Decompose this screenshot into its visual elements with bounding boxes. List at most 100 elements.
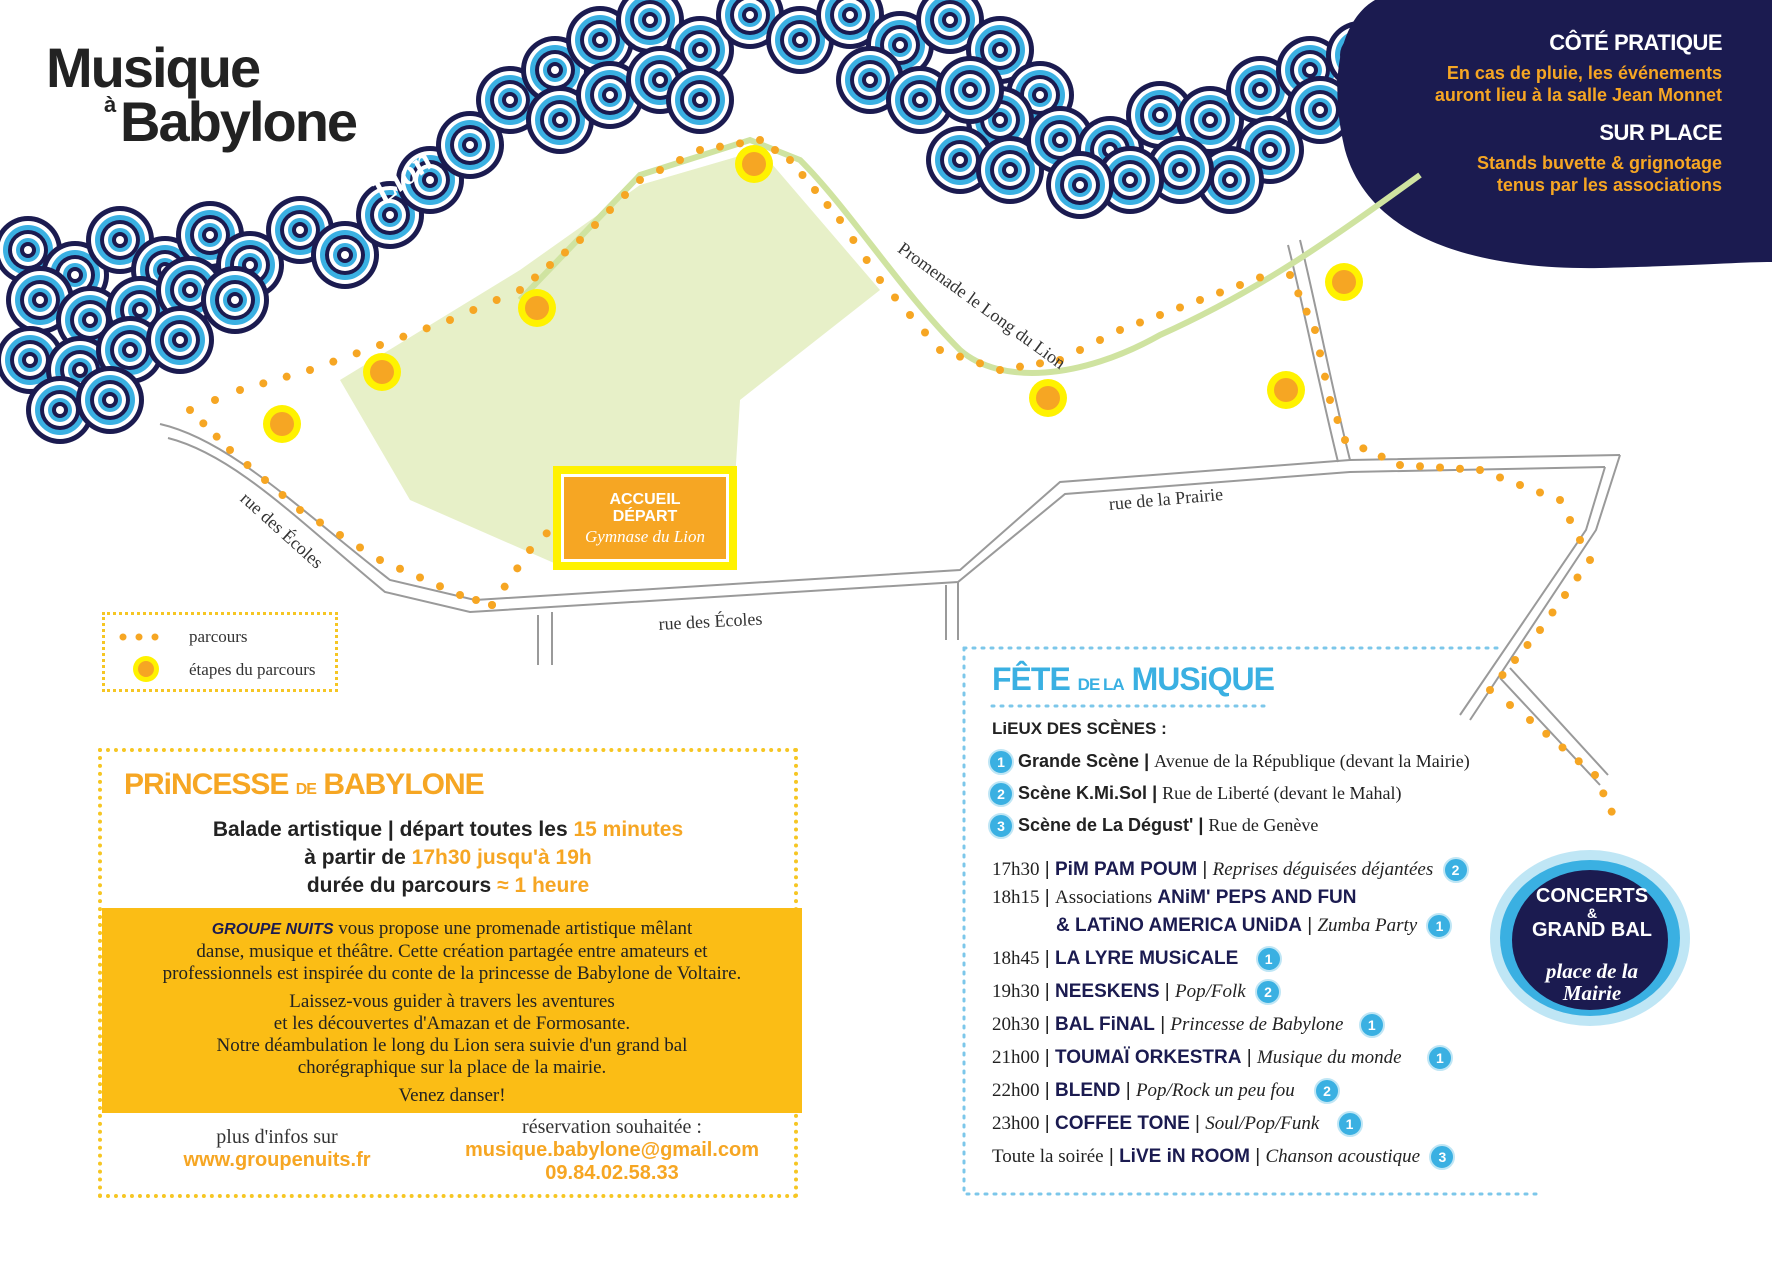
program-row: 23h00 | COFFEE TONE | Soul/Pop/Funk 1 [992, 1111, 1367, 1137]
concerts-line4: place de la [1545, 959, 1639, 983]
sur-place-text-b: tenus par les associations [1496, 175, 1722, 195]
reservation-email-link[interactable]: musique.babylone@gmail.com [464, 1139, 759, 1161]
website-link[interactable]: www.groupenuits.fr [183, 1149, 371, 1171]
program-time: 23h00 [992, 1113, 1040, 1135]
desc-p2d: chorégraphique sur la place de la mairie… [297, 1057, 607, 1078]
scene-number-badge: 2 [1314, 1078, 1341, 1104]
princesse-title-b: DE [295, 781, 317, 798]
princesse-panel: PRiNCESSE DE BABYLONE Balade artistique … [98, 748, 802, 1198]
concerts-title: CONCERTS&GRAND BAL [1496, 886, 1688, 940]
program-row: & LATiNO AMERICA UNiDA | Zumba Party 1 [1056, 913, 1456, 939]
route-dots [186, 136, 1616, 816]
princesse-desc-p2: Laissez-vous guider à travers les aventu… [102, 991, 802, 1079]
park-area [340, 150, 880, 570]
princesse-description: GROUPE NUITS vous propose une promenade … [102, 908, 802, 1113]
accueil-depart: ACCUEIL DÉPART Gymnase du Lion [553, 466, 737, 570]
accueil-box: ACCUEIL DÉPART Gymnase du Lion [561, 474, 729, 562]
princesse-line1: Balade artistique | départ toutes les 15… [102, 818, 794, 842]
reservation-block: réservation souhaitée : musique.babylone… [442, 1116, 782, 1185]
logo: Musique à Babylone [46, 40, 358, 153]
program-row: 19h30 | NEESKENS | Pop/Folk 2 [992, 979, 1285, 1005]
fete-title-c: MUSiQUE [1131, 661, 1275, 697]
program-artist: NEESKENS [1055, 981, 1160, 1003]
cote-pratique-title: CÔTÉ PRATIQUE [1549, 30, 1722, 55]
program-desc: Musique du monde [1256, 1047, 1402, 1069]
scene-number-badge: 3 [988, 813, 1014, 839]
scene-number-badge: 1 [988, 749, 1014, 775]
legend-symbols [119, 633, 159, 682]
program-row: 18h15 | Associations ANiM' PEPS AND FUN [992, 887, 1357, 908]
fete-title: FÊTE DE LA MUSiQUE [992, 661, 1275, 698]
concerts-line5: Mairie [1562, 981, 1622, 1005]
scene-place: Avenue de la République (devant la Mairi… [1154, 750, 1470, 771]
scene-number-badge: 3 [1429, 1144, 1456, 1170]
accueil-line2: DÉPART [612, 508, 678, 525]
logo-line2: à [104, 92, 117, 117]
program-time: 22h00 [992, 1080, 1040, 1102]
program-desc: Pop/Rock un peu fou [1135, 1080, 1295, 1102]
logo-line3: Babylone [120, 90, 358, 153]
princesse-line2-b: 17h30 jusqu'à 19h [411, 846, 592, 869]
fete-title-a: FÊTE [992, 661, 1071, 697]
princesse-line3-b: ≈ 1 heure [497, 874, 590, 897]
program-time: 17h30 [992, 859, 1040, 881]
sur-place-title: SUR PLACE [1599, 120, 1722, 145]
program-time: 20h30 [992, 1014, 1040, 1036]
lieux-title: LiEUX DES SCÈNES : [992, 719, 1167, 738]
info-label: plus d'infos sur [216, 1126, 338, 1148]
scene-number-badge: 1 [1426, 1045, 1453, 1071]
scene-number-badge: 1 [1426, 913, 1453, 939]
princesse-desc-p3: Venez danser! [398, 1085, 506, 1106]
fete-frame [962, 646, 1542, 1196]
concerts-line3: GRAND BAL [1532, 919, 1652, 941]
scene-number-badge: 2 [988, 781, 1014, 807]
scene-name: Scène K.Mi.Sol [1018, 782, 1148, 803]
scene-name: Scène de La Dégust' [1018, 814, 1194, 835]
program-desc: Zumba Party [1317, 915, 1418, 937]
program-row: 18h45 | LA LYRE MUSiCALE 1 [992, 946, 1286, 972]
concerts-line1: CONCERTS [1535, 885, 1649, 907]
scene-number-badge: 1 [1255, 946, 1282, 972]
princesse-line1-b: 15 minutes [573, 818, 684, 841]
sur-place-text-a: Stands buvette & grignotage [1476, 153, 1722, 173]
program-artist: ANiM' PEPS AND FUN [1157, 887, 1357, 908]
program-time: 21h00 [992, 1047, 1040, 1069]
accueil-line1: ACCUEIL [609, 491, 681, 508]
promenade-path [517, 136, 1422, 376]
program-time: 18h15 [992, 887, 1040, 908]
program-row: 20h30 | BAL FiNAL | Princesse de Babylon… [992, 1012, 1389, 1038]
info-corner-shape [1337, 0, 1772, 269]
program-time: 18h45 [992, 948, 1040, 970]
princesse-title: PRiNCESSE DE BABYLONE [124, 768, 485, 802]
program-artist: TOUMAÏ ORKESTRA [1055, 1047, 1242, 1069]
program-artist: COFFEE TONE [1055, 1113, 1190, 1135]
desc-p1a: vous propose une promenade artistique mê… [333, 918, 693, 939]
desc-p2b: et les découvertes d'Amazan et de Formos… [273, 1013, 631, 1034]
reservation-phone: 09.84.02.58.33 [545, 1162, 679, 1184]
program-artist: & LATiNO AMERICA UNiDA [1056, 915, 1302, 937]
program-row: 22h00 | BLEND | Pop/Rock un peu fou 2 [992, 1078, 1344, 1104]
princesse-title-a: PRiNCESSE [124, 768, 289, 801]
program-desc: Soul/Pop/Funk [1205, 1113, 1320, 1135]
program-artist: LiVE iN ROOM [1119, 1146, 1250, 1168]
program-row: 21h00 | TOUMAÏ ORKESTRA | Musique du mon… [992, 1045, 1457, 1071]
program-row: Toute la soirée | LiVE iN ROOM | Chanson… [992, 1144, 1459, 1170]
program-desc: Reprises déguisées déjantées [1212, 859, 1434, 881]
program-desc: Pop/Folk [1175, 981, 1246, 1003]
scene-place: Rue de Liberté (devant le Mahal) [1162, 782, 1402, 803]
scene-number-badge: 1 [1336, 1111, 1363, 1137]
legend-parcours: parcours [189, 627, 248, 646]
princesse-line2-a: à partir de [304, 846, 412, 869]
program-row: 17h30 | PiM PAM POUM | Reprises déguisée… [992, 857, 1473, 883]
scene-number-badge: 1 [1358, 1012, 1385, 1038]
legend: parcours étapes du parcours [102, 612, 338, 692]
groupe-nuits-label: GROUPE NUITS [211, 921, 334, 938]
cote-pratique: CÔTÉ PRATIQUE En cas de pluie, les événe… [1362, 30, 1723, 210]
